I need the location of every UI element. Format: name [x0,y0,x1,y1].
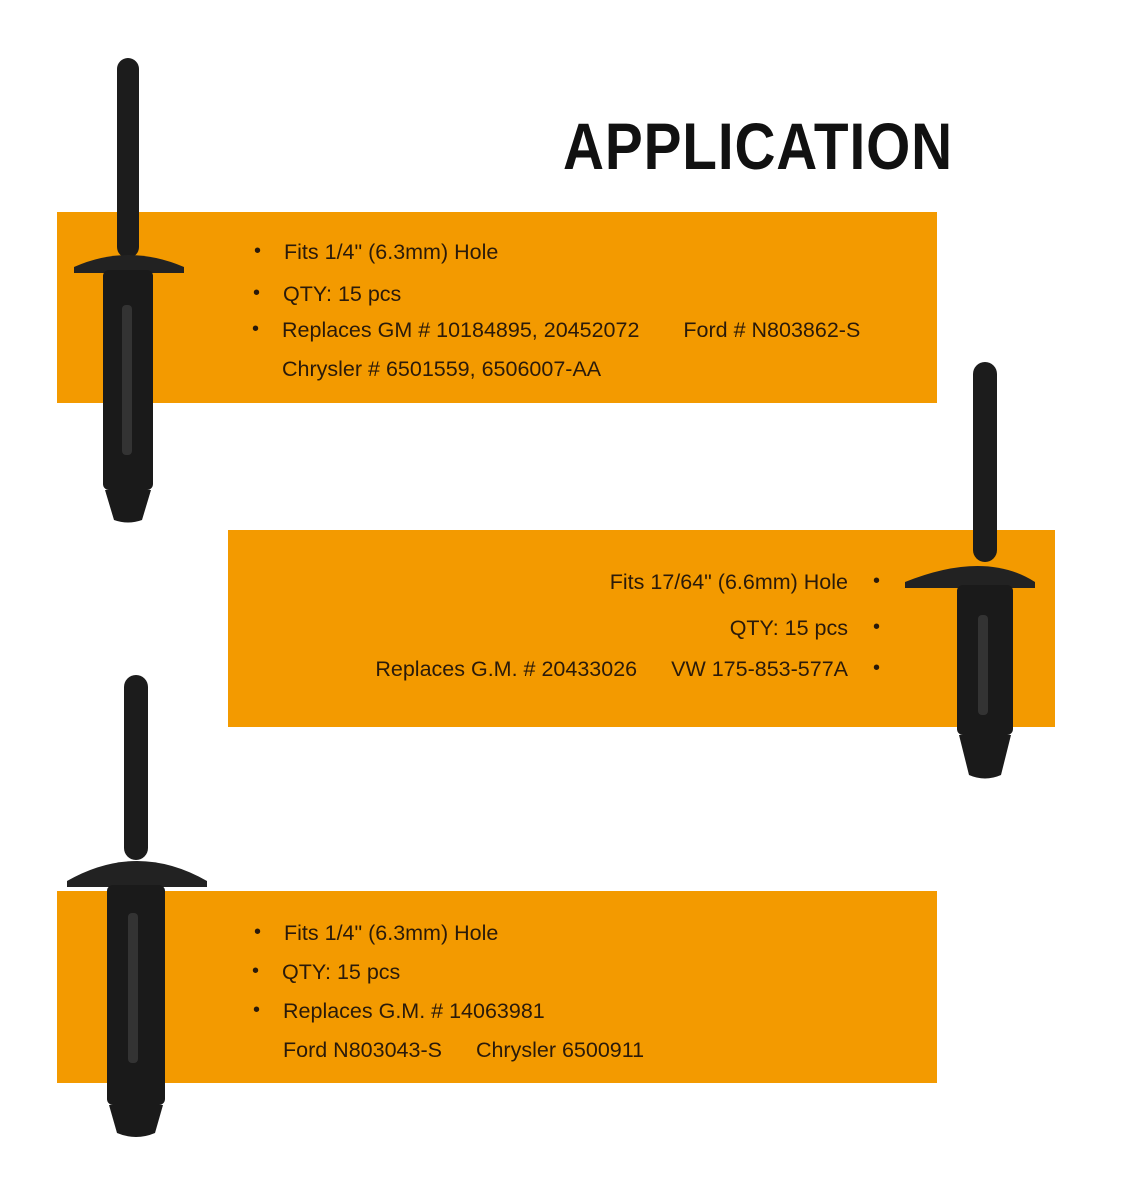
list-item: • Replaces GM # 10184895, 20452072 Ford # … [252,318,861,343]
push-rivet-image-3 [67,675,207,1137]
item-text: Ford N803043-S [283,1038,442,1062]
list-item: • QTY: 15 pcs [253,282,402,307]
list-item: • Fits 1/4" (6.3mm) Hole [254,240,499,265]
application-panel-1: • Fits 1/4" (6.3mm) Hole • QTY: 15 pcs • Re… [57,212,937,403]
list-item: Fits 17/64" (6.6mm) Hole • [609,570,880,595]
bullet-icon: • [253,999,261,1021]
application-panel-2: Fits 17/64" (6.6mm) Hole • QTY: 15 pcs • R… [228,530,1055,727]
item-text: QTY: 15 pcs [283,282,402,306]
item-text: QTY: 15 pcs [282,960,401,984]
item-text: Replaces G.M. # 14063981 [283,999,545,1023]
item-extra-text: Ford # N803862-S [683,318,861,342]
bullet-icon: • [254,240,262,262]
bullet-icon: • [872,616,880,638]
item-text: Chrysler # 6501559, 6506007-AA [282,357,602,381]
bullet-icon: • [253,282,261,304]
push-rivet-image-1 [74,58,184,523]
item-extra-text: VW 175-853-577A [671,657,848,681]
list-item: • Replaces G.M. # 14063981 [253,999,545,1024]
push-rivet-image-2 [905,362,1035,779]
item-text: QTY: 15 pcs [729,616,848,640]
bullet-icon: • [872,657,880,679]
application-panel-3: • Fits 1/4" (6.3mm) Hole • QTY: 15 pcs • Re… [57,891,937,1083]
bullet-icon: • [252,318,260,340]
item-text: Fits 1/4" (6.3mm) Hole [284,240,499,264]
item-text: Replaces G.M. # 20433026 [375,657,638,681]
item-text: Fits 1/4" (6.3mm) Hole [284,921,499,945]
list-item-continuation: Ford N803043-S Chrysler 6500911 [283,1038,644,1063]
list-item: QTY: 15 pcs • [729,616,880,641]
bullet-icon: • [254,921,262,943]
page-title: APPLICATION [563,109,953,183]
item-text: Fits 17/64" (6.6mm) Hole [609,570,848,594]
list-item: • Fits 1/4" (6.3mm) Hole [254,921,499,946]
list-item-continuation: Chrysler # 6501559, 6506007-AA [282,357,601,382]
list-item: • QTY: 15 pcs [252,960,401,985]
item-text: Replaces GM # 10184895, 20452072 [282,318,640,342]
bullet-icon: • [872,570,880,592]
bullet-icon: • [252,960,260,982]
list-item: Replaces G.M. # 20433026 VW 175-853-577A • [375,657,880,682]
item-extra-text: Chrysler 6500911 [475,1038,645,1062]
